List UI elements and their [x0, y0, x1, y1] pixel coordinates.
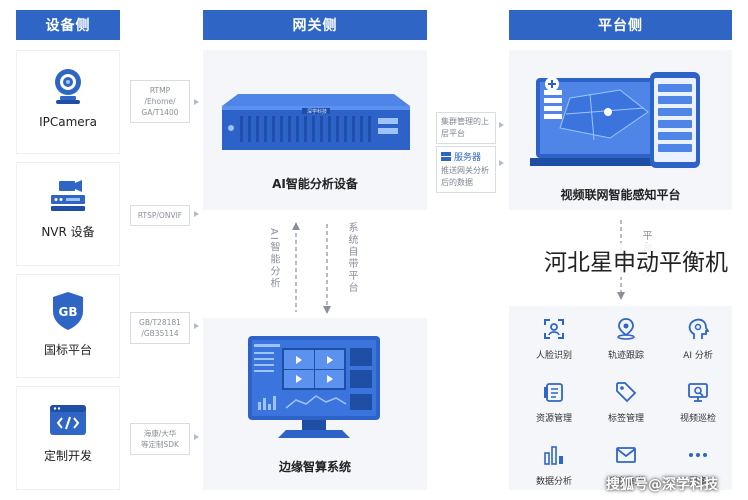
- tag-icon: [613, 379, 639, 405]
- arrow-down-icon: [323, 224, 331, 314]
- edge-system-caption: 边缘智算系统: [278, 460, 351, 474]
- feature-tag-management[interactable]: 标签管理: [590, 379, 662, 424]
- platform-side-header: 平台侧: [509, 10, 732, 40]
- ai-analysis-vertical-label: AI智能分析: [268, 228, 279, 290]
- device-label: 国标平台: [43, 343, 92, 357]
- protocol-line: /Ehome/: [144, 97, 176, 106]
- arrow-right-icon: [194, 211, 199, 217]
- feature-video-inspection[interactable]: 视频巡检: [662, 379, 734, 424]
- protocol-line: RTSP/ONVIF: [137, 211, 183, 220]
- device-card-custom: 定制开发: [16, 386, 120, 490]
- feature-message-push[interactable]: 消息推送: [590, 442, 662, 487]
- video-inspect-icon: [685, 379, 711, 405]
- protocol-line: 海康/大华: [143, 429, 177, 438]
- device-side-header: 设备侧: [16, 10, 120, 40]
- feature-label: 视频巡检: [679, 414, 716, 424]
- protocol-line: 等定制SDK: [141, 440, 179, 449]
- feature-label: 资源管理: [535, 414, 572, 424]
- device-card-ipcamera: IPCamera: [16, 50, 120, 154]
- device-card-gb: GB 国标平台: [16, 274, 120, 378]
- ai-head-icon: [685, 316, 711, 342]
- mail-send-icon: [613, 442, 639, 468]
- bar-chart-icon: [541, 442, 567, 468]
- location-pin-icon: [613, 316, 639, 342]
- upper-platform-note: 集群管理的上层平台: [436, 112, 496, 144]
- feature-label: 消息推送: [607, 477, 644, 487]
- feature-label: 数据分析: [535, 477, 572, 487]
- arrow-right-icon: [194, 434, 199, 440]
- protocol-line: GA/T1400: [141, 108, 179, 117]
- server-note: 服务器 推送网关分析后的数据: [436, 146, 496, 193]
- feature-trajectory[interactable]: 轨迹跟踪: [590, 316, 662, 361]
- camera-icon: [55, 69, 81, 104]
- resource-icon: [541, 379, 567, 405]
- server-icon: [441, 151, 451, 161]
- protocol-box-gb: GB/T28181 /GB35114: [130, 312, 190, 344]
- more-dots-icon: [685, 442, 711, 468]
- ai-server-device-icon: [222, 94, 410, 150]
- feature-more[interactable]: 更多: [662, 442, 734, 487]
- server-row: 服务器: [441, 150, 491, 163]
- gateway-side-header: 网关侧: [203, 10, 427, 40]
- feature-label: AI 分析: [683, 351, 713, 361]
- push-data-text: 推送网关分析后的数据: [441, 166, 489, 187]
- protocol-line: GB/T28181: [139, 318, 181, 327]
- device-label: IPCamera: [39, 115, 97, 129]
- feature-label: 轨迹跟踪: [607, 351, 644, 361]
- server-label: 服务器: [454, 153, 482, 163]
- nvr-icon: [51, 180, 85, 211]
- protocol-box-sdk: 海康/大华 等定制SDK: [130, 423, 190, 455]
- upper-platform-text: 集群管理的上层平台: [441, 117, 489, 138]
- feature-resource-management[interactable]: 资源管理: [518, 379, 590, 424]
- system-platform-vertical-label: 系统自带平台: [346, 222, 357, 294]
- device-label: 定制开发: [43, 449, 92, 463]
- gb-shield-icon: GB: [53, 292, 83, 330]
- feature-data-analysis[interactable]: 数据分析: [518, 442, 590, 487]
- feature-label: 人脸识别: [535, 351, 572, 361]
- platform-devices-icon: [530, 72, 700, 168]
- feature-face-recognition[interactable]: 人脸识别: [518, 316, 590, 361]
- ai-device-caption: AI智能分析设备: [272, 177, 358, 191]
- arrow-right-icon: [499, 160, 504, 166]
- edge-monitor-icon: [248, 336, 380, 438]
- arrow-right-icon: [194, 323, 199, 329]
- svg-text:GB: GB: [59, 305, 78, 319]
- feature-label: 标签管理: [607, 414, 644, 424]
- overlay-text: 河北星申动平衡机: [542, 243, 730, 277]
- protocol-box-rtsp: RTSP/ONVIF: [130, 205, 190, 226]
- device-card-nvr: NVR 设备: [16, 162, 120, 266]
- protocol-line: /GB35114: [141, 329, 179, 338]
- arrow-up-icon: [292, 222, 300, 312]
- protocol-line: RTMP: [149, 86, 171, 95]
- watermark: 搜狐号@深学科技: [606, 477, 718, 493]
- device-label: NVR 设备: [41, 225, 95, 239]
- platform-caption: 视频联网智能感知平台: [560, 188, 681, 202]
- feature-ai-analysis[interactable]: AI 分析: [662, 316, 734, 361]
- face-scan-icon: [541, 316, 567, 342]
- device-brand-label: 深学科技: [306, 109, 327, 115]
- feature-grid: 人脸识别 轨迹跟踪 AI 分析 资源管理 标签管理 视频巡检 数据分析: [518, 316, 734, 487]
- arrow-right-icon: [499, 122, 504, 128]
- feature-label: 更多: [688, 477, 707, 487]
- arrow-right-icon: [194, 99, 199, 105]
- code-window-icon: [50, 405, 86, 435]
- protocol-box-rtmp: RTMP /Ehome/ GA/T1400: [130, 80, 190, 123]
